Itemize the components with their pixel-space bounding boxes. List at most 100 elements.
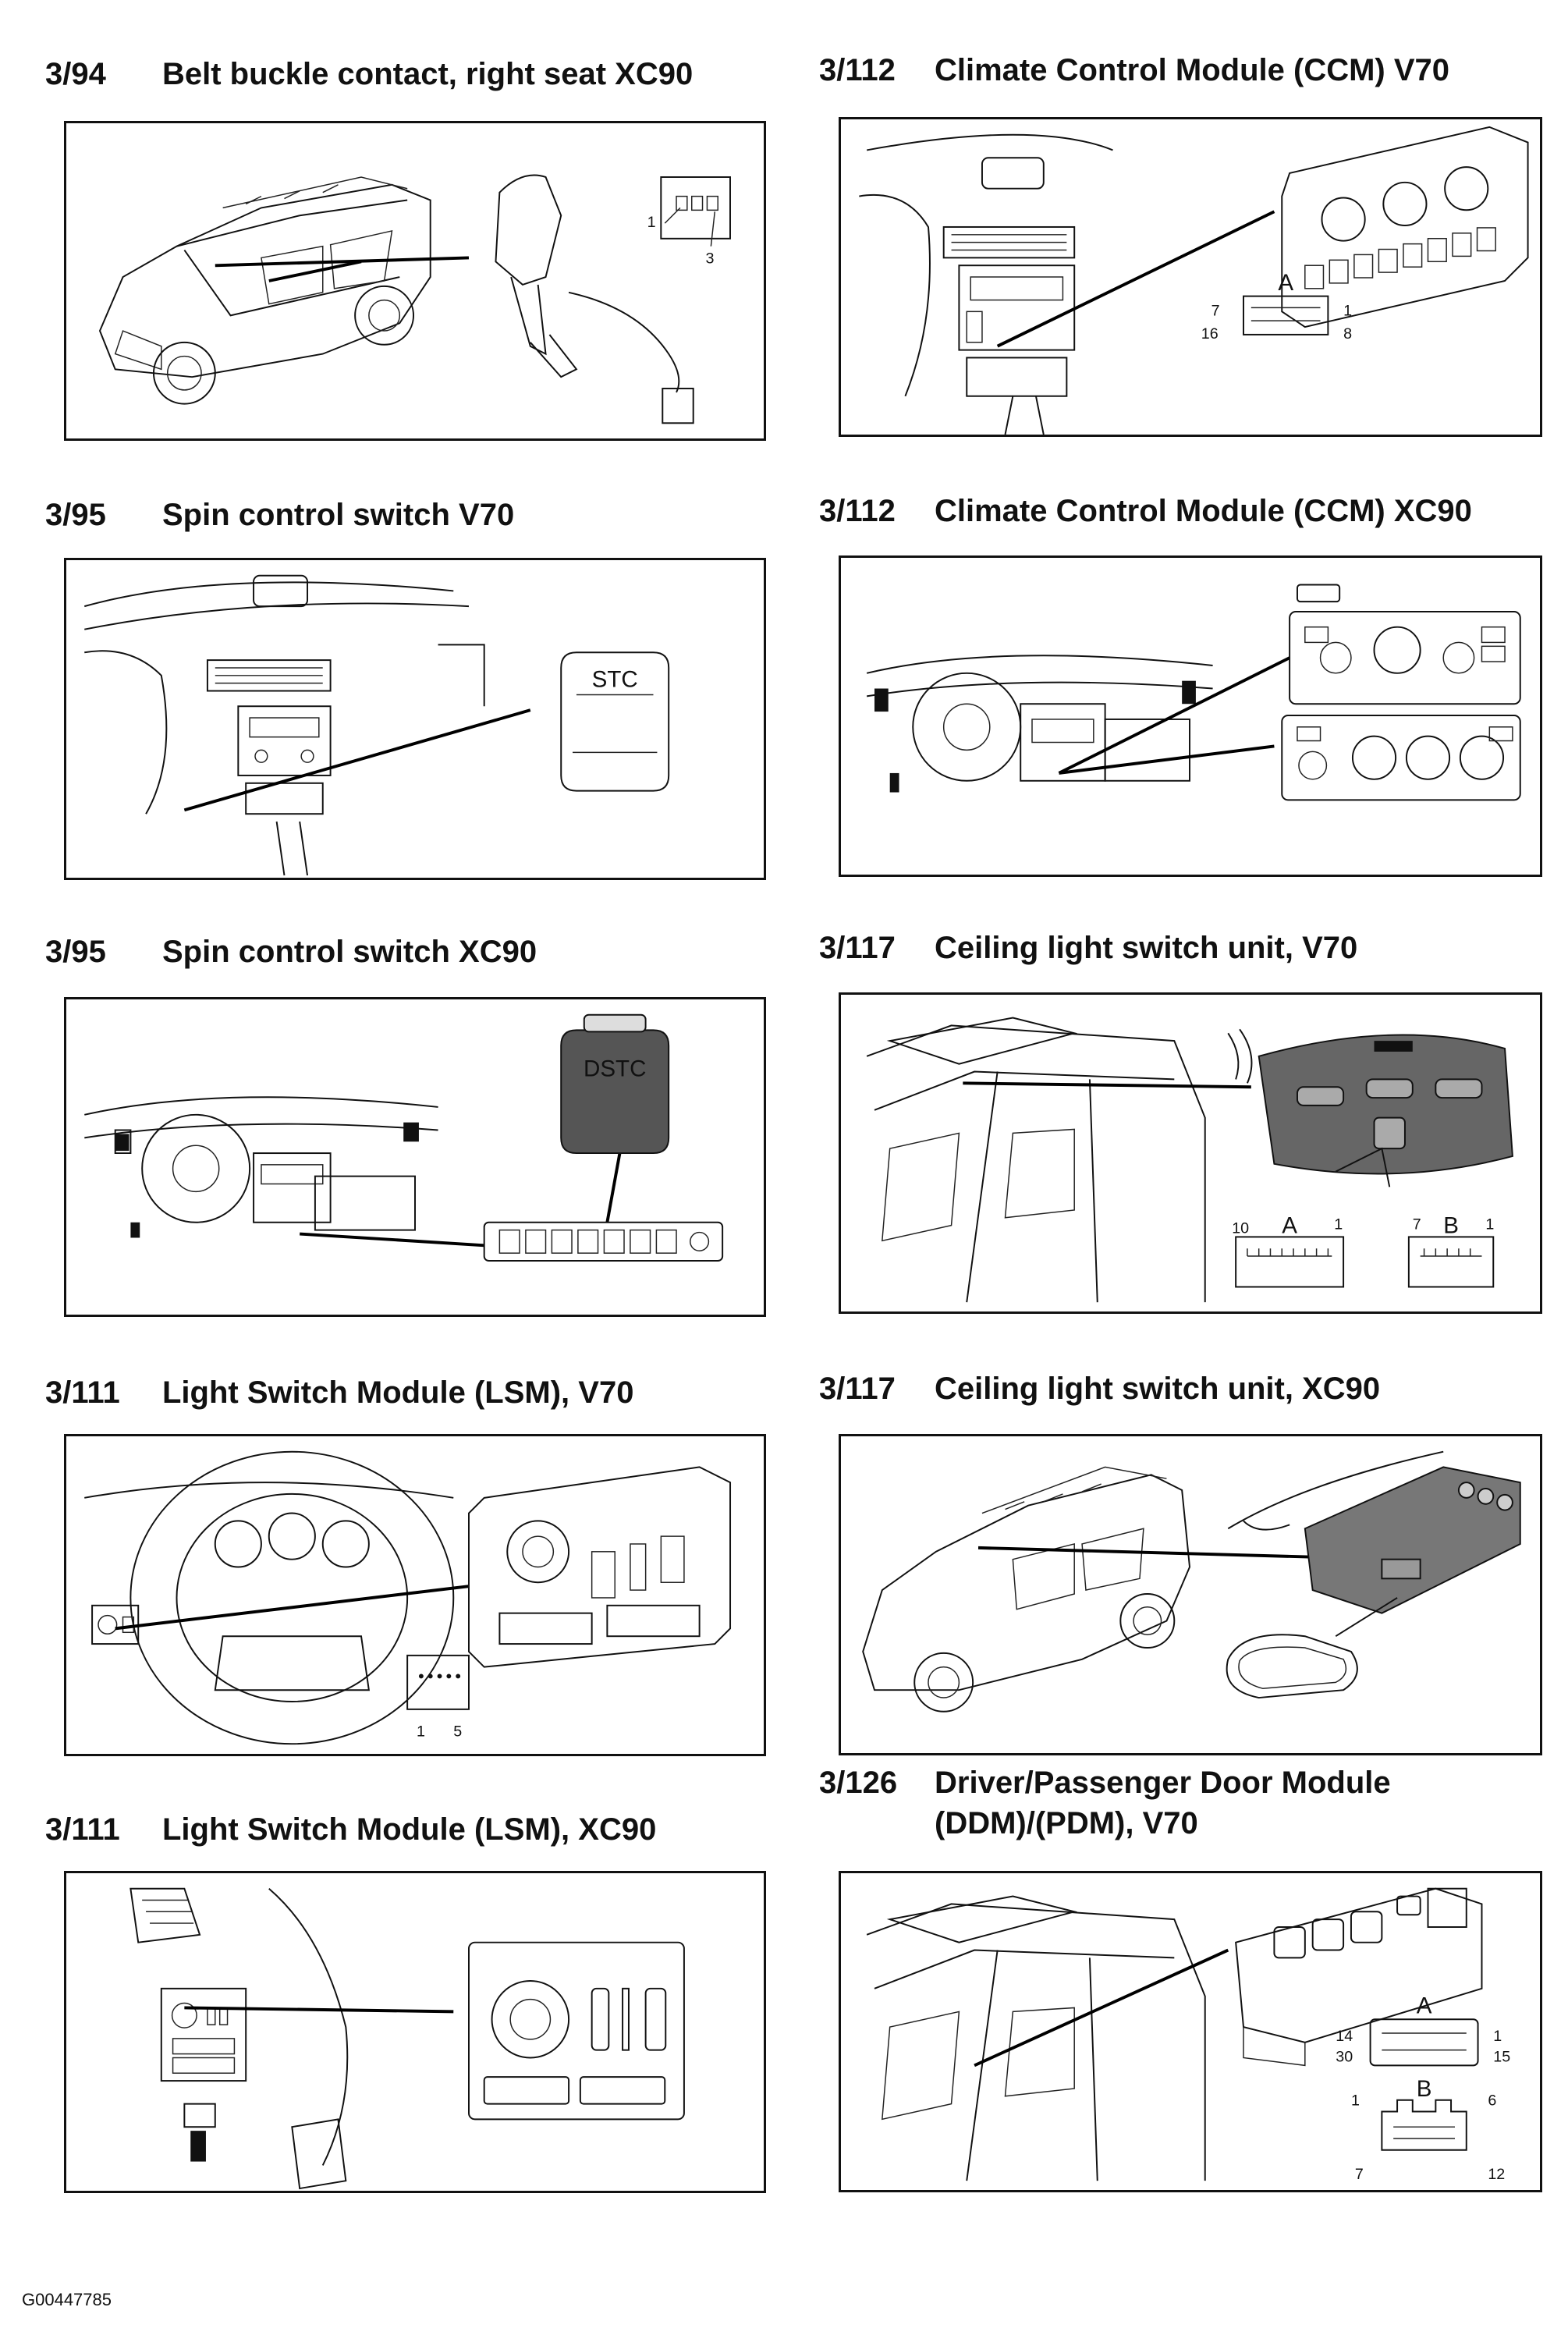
switch-panel-row-icon (483, 1221, 724, 1262)
dstc-switch-icon: DSTC (560, 1013, 670, 1155)
section-title-belt-buckle: 3/94 Belt buckle contact, right seat XC90 (45, 55, 693, 94)
door-module-unit-icon (1235, 1887, 1483, 2067)
section-label: Light Switch Module (LSM), V70 (162, 1375, 634, 1410)
section-number: 3/95 (45, 935, 106, 969)
light-switch-module-icon (467, 1466, 732, 1668)
pin-label-8: 8 (1343, 325, 1352, 343)
belt-buckle-illustration: 1 3 (98, 174, 731, 424)
connector-b-label: B (1443, 1212, 1459, 1238)
section-number: 3/126 (819, 1766, 898, 1800)
section-title-spin-control-v70: 3/95 Spin control switch V70 (45, 495, 514, 534)
stc-label: STC (592, 667, 638, 693)
section-number: 3/111 (45, 1812, 120, 1847)
pin-label-30: 30 (1336, 2048, 1353, 2065)
pin-label-1: 1 (1351, 2092, 1360, 2110)
section-label: Spin control switch XC90 (162, 935, 537, 969)
section-number: 3/117 (819, 931, 896, 965)
section-title-ccm-v70: 3/112 Climate Control Module (CCM) V70 (819, 51, 1449, 90)
ccm-connector-icon (1243, 295, 1329, 335)
section-title-door-module-line2: (DDM)/(PDM), V70 (935, 1804, 1198, 1843)
ceiling-light-unit-xc90-icon (1304, 1466, 1521, 1614)
pin-label-16: 16 (1201, 325, 1219, 343)
section-title-ceiling-xc90: 3/117 Ceiling light switch unit, XC90 (819, 1369, 1380, 1408)
connector-b-label: B (1417, 2076, 1432, 2102)
section-number: 3/112 (819, 53, 896, 87)
document-code: G00447785 (22, 2290, 112, 2309)
section-label: Belt buckle contact, right seat XC90 (162, 57, 694, 91)
ccm-panel-upper-icon (1289, 584, 1521, 705)
belt-connector-icon (660, 176, 731, 247)
connector-a-label: A (1417, 1993, 1432, 2018)
connector-a-label: A (1278, 270, 1293, 296)
pin-label-5: 5 (453, 1723, 462, 1740)
pin-label-1: 1 (1343, 302, 1352, 319)
section-number: 3/95 (45, 498, 106, 532)
ceiling-light-unit-icon (1258, 1034, 1513, 1187)
diagram-lsm-v70: 1 5 (64, 1434, 766, 1756)
section-number: 3/111 (45, 1375, 120, 1410)
diagram-ceiling-v70: 10 A 1 7 B 1 (839, 992, 1542, 1314)
climate-control-panel-icon (1281, 126, 1529, 328)
suv-car-icon (862, 1466, 1191, 1713)
ccm-xc90-illustration (866, 584, 1521, 801)
diagram-ccm-v70: A 7 1 16 8 (839, 117, 1542, 437)
door-connector-b-icon (1381, 2099, 1467, 2151)
section-label: Light Switch Module (LSM), XC90 (162, 1812, 657, 1847)
dashboard-v70-illustration: STC (83, 574, 670, 876)
connector-a-label: A (1282, 1212, 1297, 1238)
light-switch-module-xc90-icon (467, 1941, 685, 2121)
section-title-ceiling-v70: 3/117 Ceiling light switch unit, V70 (819, 928, 1357, 967)
pin-label-7: 7 (1211, 302, 1220, 319)
diagram-spin-control-v70: STC (64, 558, 766, 880)
section-title-lsm-xc90: 3/111 Light Switch Module (LSM), XC90 (45, 1810, 656, 1849)
pin-label-10: 10 (1232, 1219, 1249, 1237)
ceiling-connector-b-icon (1407, 1236, 1495, 1288)
pin-label-1: 1 (417, 1723, 425, 1740)
section-number: 3/112 (819, 494, 896, 528)
pin-label-1: 1 (1485, 1216, 1494, 1233)
section-title-lsm-v70: 3/111 Light Switch Module (LSM), V70 (45, 1373, 633, 1412)
diagram-ccm-xc90 (839, 555, 1542, 877)
pin-label-3: 3 (705, 250, 714, 267)
diagram-belt-buckle: 1 3 (64, 121, 766, 441)
section-number: 3/94 (45, 57, 106, 91)
rearview-mirror-icon (1226, 1597, 1398, 1699)
stc-switch-icon: STC (560, 651, 670, 792)
pin-label-1: 1 (647, 214, 656, 231)
pin-label-12: 12 (1488, 2166, 1505, 2183)
section-label: Driver/Passenger Door Module (935, 1766, 1391, 1800)
dstc-label: DSTC (584, 1056, 646, 1082)
ceiling-v70-illustration: 10 A 1 7 B 1 (866, 1017, 1513, 1303)
section-label: Climate Control Module (CCM) XC90 (935, 494, 1472, 528)
lsm-connector-icon (406, 1654, 470, 1710)
pin-label-14: 14 (1336, 2028, 1353, 2045)
ccm-v70-illustration: A 7 1 16 8 (859, 126, 1529, 435)
diagram-spin-control-xc90: DSTC (64, 997, 766, 1317)
lsm-xc90-illustration (129, 1887, 685, 2190)
pin-label-15: 15 (1493, 2048, 1510, 2065)
pin-label-1: 1 (1334, 1216, 1343, 1233)
section-label: Spin control switch V70 (162, 498, 515, 532)
ceiling-connector-a-icon (1235, 1236, 1345, 1288)
section-label: Climate Control Module (CCM) V70 (935, 53, 1450, 87)
section-number: 3/117 (819, 1372, 896, 1406)
door-connector-a-icon (1369, 2018, 1479, 2067)
section-title-door-module: 3/126 Driver/Passenger Door Module (819, 1763, 1391, 1802)
suv-car-icon (98, 176, 431, 405)
section-label: (DDM)/(PDM), V70 (935, 1806, 1198, 1840)
ceiling-xc90-illustration (862, 1450, 1521, 1713)
pin-label-7: 7 (1355, 2166, 1364, 2183)
section-label: Ceiling light switch unit, V70 (935, 931, 1358, 965)
diagram-door-module: A 14 1 30 15 B 1 6 7 12 (839, 1871, 1542, 2192)
belt-buckle-icon (495, 174, 694, 424)
section-title-ccm-xc90: 3/112 Climate Control Module (CCM) XC90 (819, 492, 1472, 531)
ccm-panel-lower-icon (1281, 715, 1521, 801)
section-title-spin-control-xc90: 3/95 Spin control switch XC90 (45, 932, 537, 971)
diagram-ceiling-xc90 (839, 1434, 1542, 1755)
dashboard-xc90-illustration: DSTC (84, 1013, 724, 1262)
section-label: Ceiling light switch unit, XC90 (935, 1372, 1381, 1406)
pin-label-6: 6 (1488, 2092, 1496, 2110)
pin-label-7: 7 (1413, 1216, 1421, 1233)
door-module-illustration: A 14 1 30 15 B 1 6 7 12 (866, 1887, 1510, 2183)
lsm-v70-illustration: 1 5 (84, 1450, 732, 1745)
